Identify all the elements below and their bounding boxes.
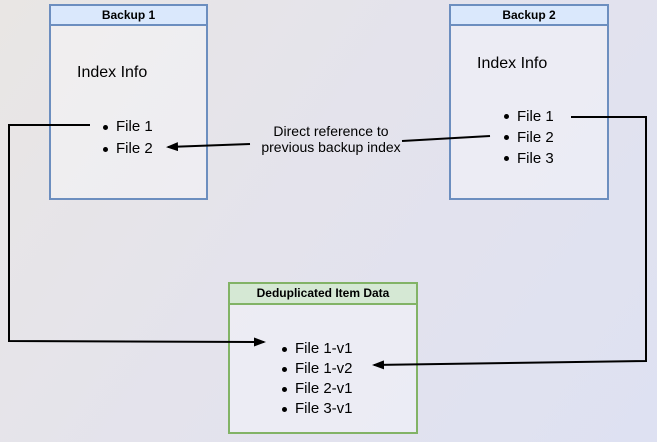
backup1-index-info-label: Index Info	[77, 64, 148, 81]
deduplicated-item-data-box: Deduplicated Item Data File 1-v1 File 1-…	[228, 282, 418, 434]
list-item: File 2	[103, 138, 153, 160]
edge-label-line1: Direct reference to	[273, 123, 389, 139]
backup1-title: Backup 1	[51, 6, 206, 26]
backup1-file-list: File 1 File 2	[103, 116, 153, 160]
list-item: File 1	[103, 116, 153, 138]
list-item: File 1-v1	[282, 339, 353, 359]
edge-label-direct-reference: Direct reference to previous backup inde…	[245, 123, 417, 155]
backup1-box: Backup 1 Index Info File 1 File 2	[49, 4, 208, 200]
backup2-box: Backup 2 Index Info File 1 File 2 File 3	[449, 4, 609, 200]
list-item: File 2	[504, 127, 554, 148]
edge-label-line2: previous backup index	[261, 139, 401, 155]
list-item: File 2-v1	[282, 379, 353, 399]
list-item: File 1-v2	[282, 359, 353, 379]
dedup-file-list: File 1-v1 File 1-v2 File 2-v1 File 3-v1	[282, 339, 353, 419]
list-item: File 1	[504, 106, 554, 127]
backup2-file-list: File 1 File 2 File 3	[504, 106, 554, 169]
deduplicated-item-data-title: Deduplicated Item Data	[230, 284, 416, 305]
list-item: File 3	[504, 148, 554, 169]
backup2-title: Backup 2	[451, 6, 607, 26]
backup2-index-info-label: Index Info	[477, 55, 548, 72]
list-item: File 3-v1	[282, 399, 353, 419]
